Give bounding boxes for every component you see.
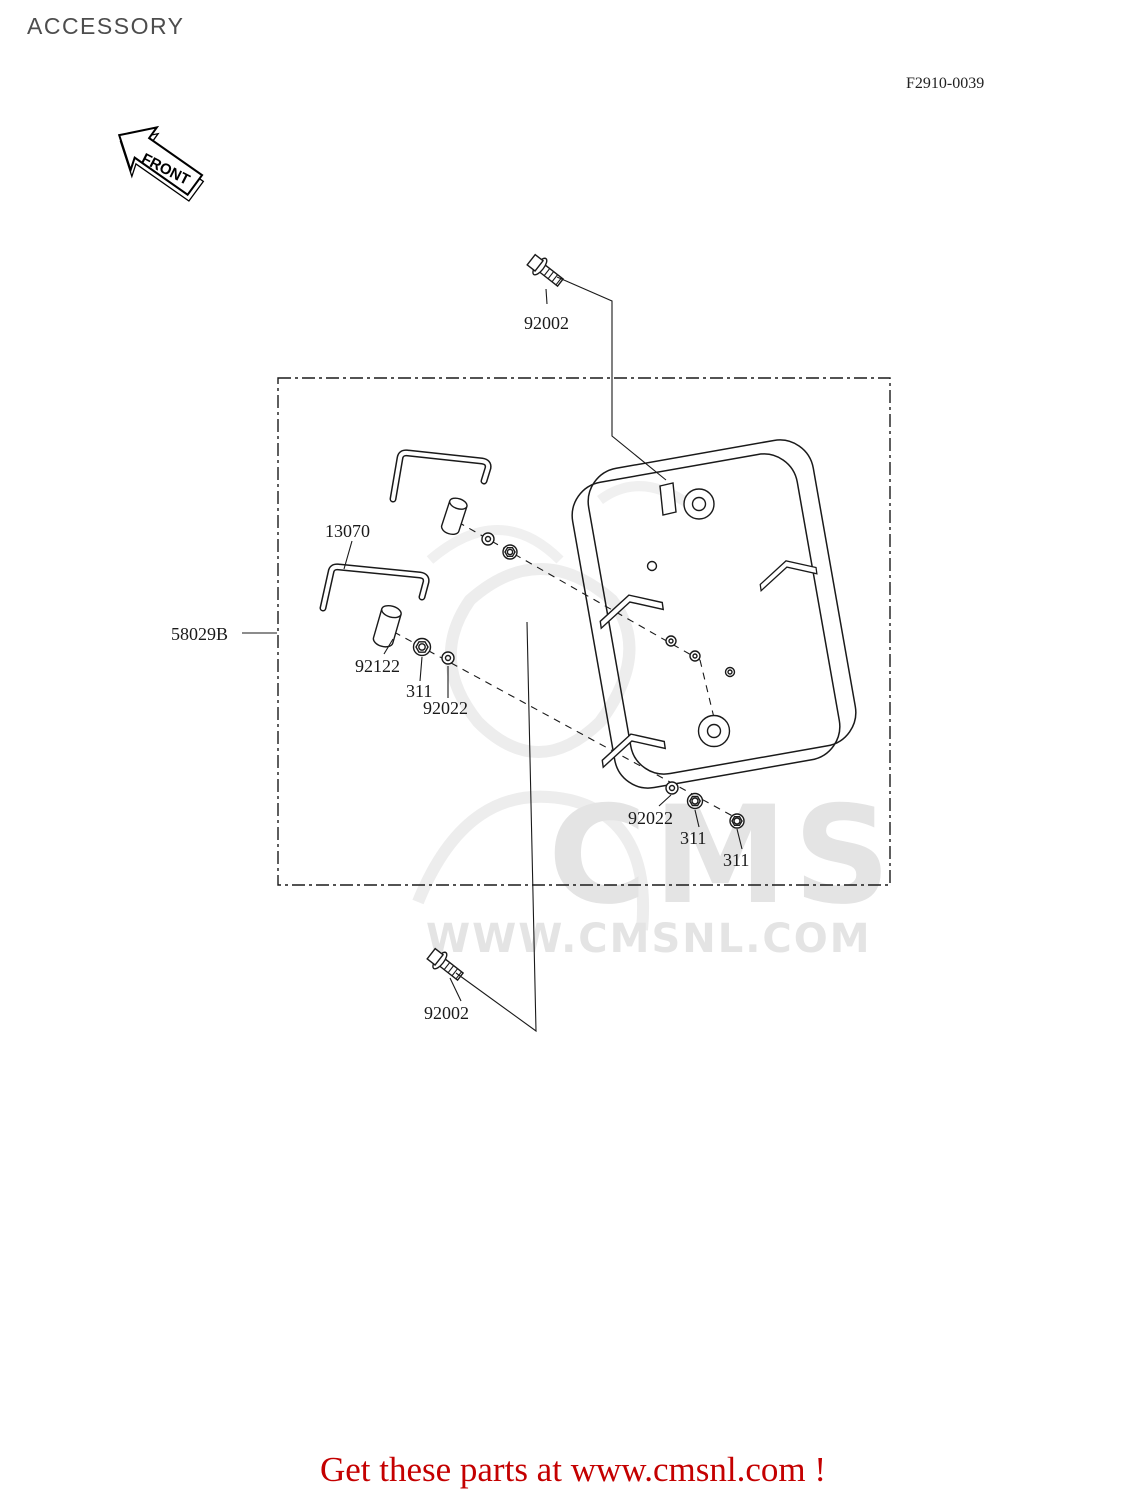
plate-boss-top [683, 488, 715, 520]
part-label-92022-lower: 92022 [628, 808, 673, 828]
part-label-92002-bottom: 92002 [424, 1003, 469, 1023]
assembly-axes [393, 521, 741, 821]
part-label-92022-upper: 92022 [423, 698, 468, 718]
page-title: ACCESSORY [27, 13, 185, 39]
part-label-92002-top: 92002 [524, 313, 569, 333]
washer-92022-lower [665, 781, 679, 795]
plate-holes [646, 560, 736, 678]
fiche-code: F2910-0039 [906, 75, 984, 92]
nut-311-lower-1 [686, 792, 704, 810]
plate-boss-bottom [697, 714, 731, 748]
footer-cta-link[interactable]: Get these parts at www.cmsnl.com ! [319, 1450, 827, 1489]
plate-tab [659, 482, 677, 516]
bracket-bottom [319, 563, 430, 612]
part-label-92122: 92122 [355, 656, 400, 676]
roller-bottom [372, 604, 402, 648]
washer-92022-upper [441, 651, 455, 665]
plate-vent-chevrons [599, 560, 818, 769]
number-plate [571, 439, 857, 789]
nut-311-upper [412, 637, 432, 657]
accessory-kit-box [277, 377, 891, 886]
bolt-top [526, 253, 565, 288]
part-label-13070: 13070 [325, 521, 370, 541]
cms-watermark: CMS WWW.CMSNL.COM [412, 481, 897, 962]
washer-upper-a [481, 532, 495, 546]
part-label-311-lower-2: 311 [723, 850, 749, 870]
nut-upper-a [502, 544, 518, 560]
leader-lines [242, 276, 743, 1033]
part-label-311-upper: 311 [406, 681, 432, 701]
roller-top [440, 497, 468, 536]
bracket-top [389, 449, 492, 503]
watermark-cms-text: CMS [548, 777, 897, 934]
front-arrow-icon: FRONT [117, 125, 205, 202]
part-label-311-lower-1: 311 [680, 828, 706, 848]
part-label-58029B: 58029B [171, 624, 228, 644]
watermark-url-text: WWW.CMSNL.COM [426, 916, 872, 962]
nut-311-lower-2 [729, 813, 745, 829]
